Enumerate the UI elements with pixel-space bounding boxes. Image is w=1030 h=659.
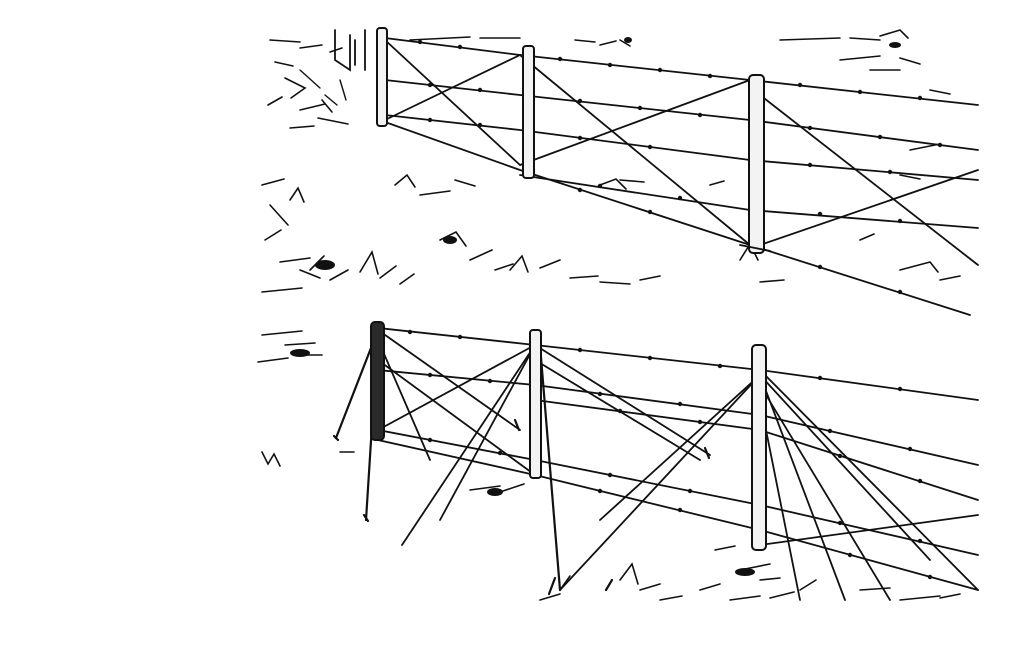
top-cross-3b [759, 169, 979, 246]
top-cross-1b [384, 54, 521, 121]
top-left-bank [299, 29, 366, 106]
top-barbs [417, 39, 943, 295]
bottom-barbed-wires [377, 327, 979, 591]
bottom-barbs [407, 329, 933, 580]
bottom-guy-wires [332, 328, 979, 601]
top-wire-3 [384, 114, 979, 181]
top-cross-3a [759, 94, 979, 266]
bottom-wire-6 [759, 514, 979, 546]
top-fence-scene [261, 27, 979, 316]
bottom-brace-middle [538, 343, 562, 592]
top-wire-4 [384, 121, 971, 316]
top-cross-1a [384, 39, 521, 166]
bottom-post-2 [529, 329, 542, 479]
top-cross-2a [519, 54, 751, 246]
top-post-3 [748, 74, 765, 254]
bottom-wire-1 [377, 327, 979, 401]
top-post-1 [376, 27, 388, 127]
top-barbed-wires [384, 37, 979, 316]
bottom-ground-grass [257, 330, 961, 601]
bottom-post-1 [370, 321, 385, 441]
top-ground-grass [261, 29, 961, 293]
bottom-fence-posts [370, 321, 767, 551]
top-cross-2b [519, 79, 751, 166]
top-fence-posts [376, 27, 771, 254]
top-wire-2 [384, 79, 979, 151]
top-post-2 [522, 45, 535, 179]
bottom-wire-4 [377, 439, 979, 591]
bottom-wire-2 [377, 369, 979, 466]
top-wire-1 [384, 37, 979, 106]
bottom-fence-scene [257, 321, 979, 601]
bottom-post-3 [751, 344, 767, 551]
